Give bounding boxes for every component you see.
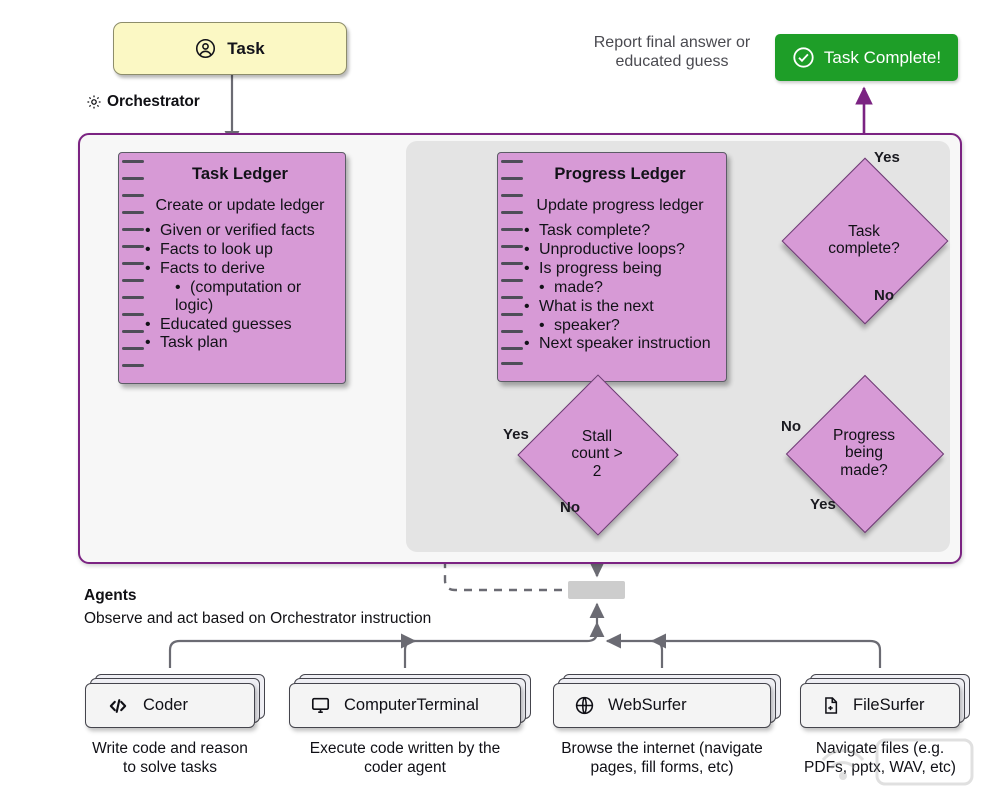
agent-dispatch-hub — [568, 581, 625, 599]
task-ledger-title: Task Ledger — [192, 165, 288, 183]
task-ledger-node[interactable]: Task Ledger Create or update ledger Give… — [118, 152, 346, 384]
agent-card-coder[interactable]: Coder Write code and reason to solve tas… — [85, 674, 265, 778]
decision-line-2: complete? — [828, 240, 900, 257]
edge-label-stall-no: No — [560, 499, 580, 516]
agent-desc-line-2: PDFs, pptx, WAV, etc) — [804, 758, 956, 776]
task-ledger-list: Given or verified facts Facts to look up… — [145, 222, 335, 352]
spiral-binding-icon — [122, 160, 144, 376]
agent-card-filesurfer[interactable]: FileSurfer Navigate files (e.g. PDFs, pp… — [800, 674, 970, 778]
agents-section-subtitle: Observe and act based on Orchestrator in… — [84, 610, 432, 627]
decision-task-complete[interactable]: Task complete? — [781, 157, 949, 325]
edge-label-task-complete-yes: Yes — [874, 149, 900, 166]
list-item: What is the next — [524, 298, 716, 316]
agents-section-title: Agents — [84, 587, 137, 604]
agent-desc-line-1: Write code and reason — [92, 740, 248, 757]
decision-label: Task complete? — [806, 182, 922, 298]
task-complete-label: Task Complete! — [823, 47, 942, 67]
orchestrator-label: Orchestrator — [107, 93, 200, 110]
list-item-continuation: (computation or logic) — [145, 279, 335, 315]
list-item-continuation: made? — [524, 279, 716, 297]
document-icon — [821, 695, 840, 716]
task-ledger-subtitle: Create or update ledger — [155, 197, 325, 214]
task-input-node[interactable]: Task — [113, 22, 347, 75]
check-circle-icon — [792, 46, 815, 69]
spiral-binding-icon — [501, 160, 523, 374]
agent-card-computerterminal[interactable]: ComputerTerminal Execute code written by… — [289, 674, 531, 778]
decision-line-1: Task — [848, 222, 880, 240]
agent-desc-line-2: to solve tasks — [123, 758, 217, 776]
agent-desc-line-1: Navigate files (e.g. — [815, 740, 945, 757]
list-item: Task complete? — [524, 222, 716, 240]
decision-progress-being-made[interactable]: Progress being made? — [785, 374, 945, 534]
agent-description: Execute code written by the coder agent — [289, 740, 521, 778]
agent-desc-line-2: coder agent — [364, 758, 446, 776]
edge-label-task-complete-no: No — [874, 287, 894, 304]
report-caption: Report final answer or educated guess — [593, 34, 751, 71]
list-item: Task plan — [145, 334, 335, 352]
agent-description: Write code and reason to solve tasks — [85, 740, 255, 778]
agent-card-websurfer[interactable]: WebSurfer Browse the internet (navigate … — [553, 674, 781, 778]
agent-desc-line-2: pages, fill forms, etc) — [590, 758, 734, 776]
progress-ledger-list: Task complete? Unproductive loops? Is pr… — [524, 222, 716, 353]
progress-ledger-title: Progress Ledger — [554, 165, 686, 183]
decision-label: Stall count > 2 — [541, 398, 653, 510]
monitor-icon — [310, 695, 331, 716]
agent-description: Navigate files (e.g. PDFs, pptx, WAV, et… — [800, 740, 960, 778]
agent-description: Browse the internet (navigate pages, fil… — [553, 740, 771, 778]
orchestrator-caption: Orchestrator — [86, 93, 200, 111]
list-item: Facts to derive — [145, 260, 335, 278]
globe-icon — [574, 695, 595, 716]
agent-desc-line-1: Execute code written by the — [309, 740, 501, 757]
agent-card-front[interactable]: Coder — [85, 683, 255, 728]
decision-line-1: Stall — [581, 427, 613, 445]
progress-ledger-node[interactable]: Progress Ledger Update progress ledger T… — [497, 152, 727, 382]
edge-label-progress-made-no: No — [781, 418, 801, 435]
decision-line-1: Progress — [832, 426, 896, 444]
agent-name: ComputerTerminal — [344, 696, 479, 714]
decision-label: Progress being made? — [809, 398, 919, 508]
agent-desc-line-1: Browse the internet (navigate — [561, 740, 763, 757]
agent-card-front[interactable]: ComputerTerminal — [289, 683, 521, 728]
decision-stall-count[interactable]: Stall count > 2 — [517, 374, 679, 536]
edge-label-progress-made-yes: Yes — [810, 496, 836, 513]
code-brackets-icon — [106, 695, 130, 717]
list-item: Next speaker instruction — [524, 335, 716, 353]
list-item: Unproductive loops? — [524, 241, 716, 259]
list-item-continuation: speaker? — [524, 317, 716, 335]
task-label: Task — [227, 38, 265, 58]
agent-name: WebSurfer — [608, 696, 687, 714]
user-circle-icon — [195, 38, 216, 59]
progress-ledger-subtitle: Update progress ledger — [536, 197, 704, 214]
agent-card-front[interactable]: FileSurfer — [800, 683, 960, 728]
list-item: Educated guesses — [145, 316, 335, 334]
task-complete-banner[interactable]: Task Complete! — [775, 34, 958, 81]
decision-line-3: made? — [840, 461, 888, 479]
list-item: Facts to look up — [145, 241, 335, 259]
decision-line-3: 2 — [592, 462, 602, 480]
list-item: Is progress being — [524, 260, 716, 278]
decision-line-2: being — [845, 444, 883, 462]
list-item: Given or verified facts — [145, 222, 335, 240]
agent-name: Coder — [143, 696, 188, 714]
agent-name: FileSurfer — [853, 696, 925, 714]
gear-icon — [86, 94, 102, 110]
agent-card-front[interactable]: WebSurfer — [553, 683, 771, 728]
edge-label-stall-yes: Yes — [503, 426, 529, 443]
decision-line-2: count > — [571, 445, 623, 463]
